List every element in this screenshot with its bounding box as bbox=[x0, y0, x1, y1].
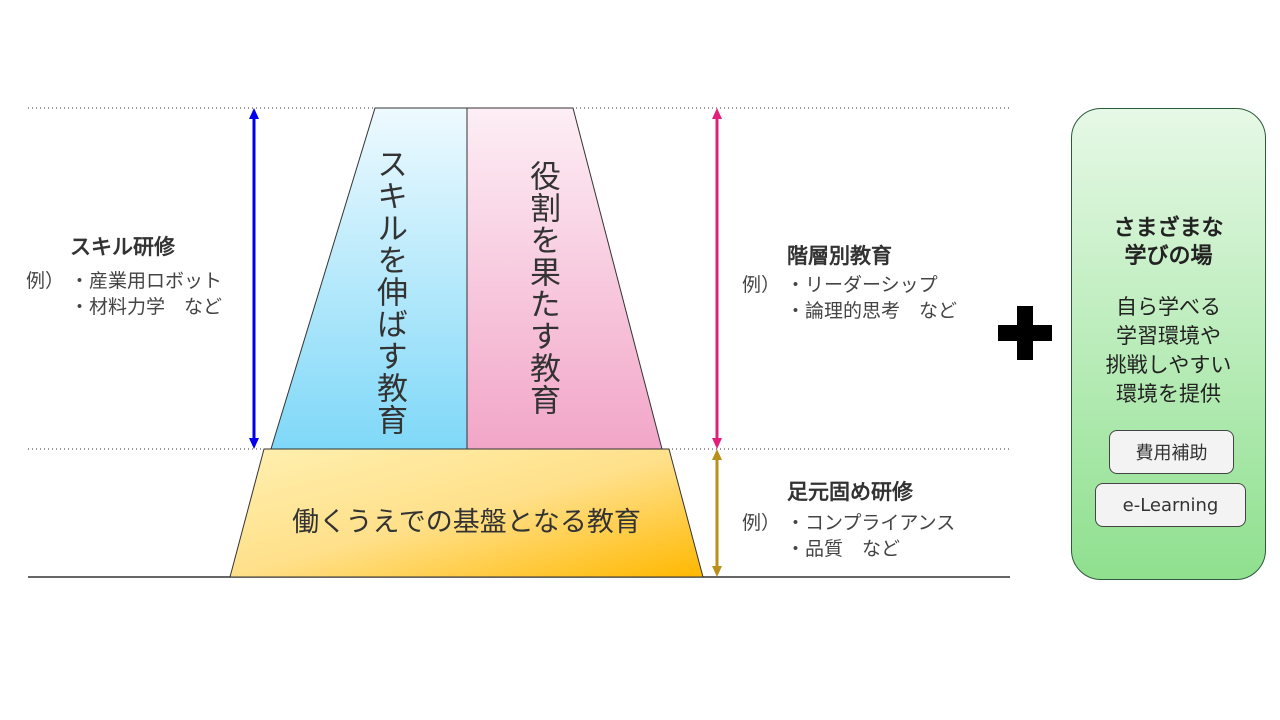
cost-subsidy-badge: 費用補助 bbox=[1109, 430, 1234, 474]
learning-opportunities-panel: さまざまな 学びの場 自ら学べる 学習環境や 挑戦しやすい 環境を提供 費用補助… bbox=[1071, 108, 1266, 580]
example-prefix: 例） bbox=[742, 274, 781, 296]
role-education-label: 役割を果たす教育 bbox=[524, 160, 560, 416]
e-learning-badge: e-Learning bbox=[1095, 483, 1246, 527]
panel-title-line1: さまざまな bbox=[1113, 216, 1224, 241]
example-item: ・産業用ロボット bbox=[70, 270, 223, 292]
panel-desc-line: 学習環境や bbox=[1116, 324, 1221, 348]
pink-arrow bbox=[712, 108, 722, 449]
example-item: ・品質 など bbox=[786, 538, 901, 560]
skill-training-title: スキル研修 bbox=[70, 235, 175, 259]
skill-education-label: スキルを伸ばす教育 bbox=[371, 148, 407, 436]
example-item: ・コンプライアンス bbox=[786, 512, 956, 534]
base-section bbox=[229, 448, 704, 578]
example-prefix: 例） bbox=[742, 512, 781, 534]
panel-description: 自ら学べる 学習環境や 挑戦しやすい 環境を提供 bbox=[1072, 293, 1265, 409]
panel-title: さまざまな 学びの場 bbox=[1072, 215, 1265, 271]
example-prefix: 例） bbox=[26, 270, 65, 292]
gold-arrow bbox=[712, 449, 722, 577]
panel-desc-line: 環境を提供 bbox=[1116, 382, 1221, 406]
plus-icon bbox=[998, 306, 1052, 360]
hierarchical-education-title: 階層別教育 bbox=[787, 244, 892, 268]
base-education-label: 働くうえでの基盤となる教育 bbox=[292, 507, 641, 538]
foundation-training-title: 足元固め研修 bbox=[787, 480, 913, 504]
panel-desc-line: 挑戦しやすい bbox=[1105, 353, 1232, 377]
example-item: ・論理的思考 など bbox=[786, 300, 958, 322]
example-item: ・リーダーシップ bbox=[786, 274, 938, 296]
panel-desc-line: 自ら学べる bbox=[1116, 295, 1221, 319]
example-item: ・材料力学 など bbox=[70, 296, 223, 318]
panel-title-line2: 学びの場 bbox=[1124, 244, 1213, 269]
blue-arrow bbox=[249, 108, 259, 449]
